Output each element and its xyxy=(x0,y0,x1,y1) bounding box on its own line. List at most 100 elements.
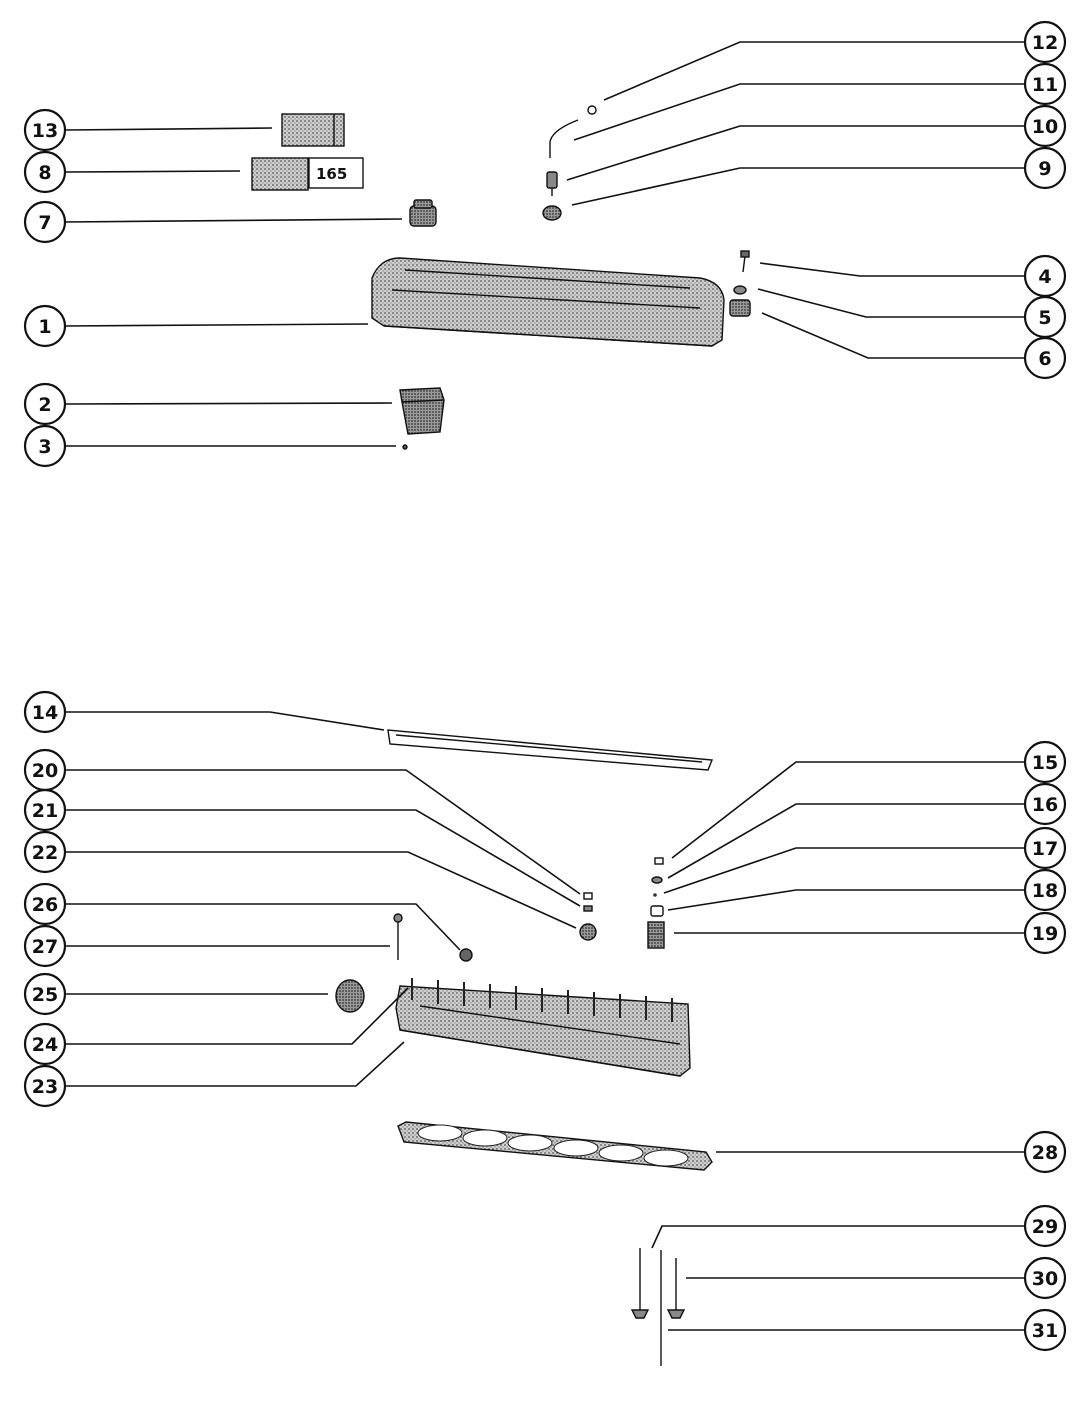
callout-22: 22 xyxy=(23,830,67,874)
callout-circle xyxy=(1023,146,1067,190)
leader-line-15 xyxy=(671,761,1025,859)
callout-number: 30 xyxy=(1032,1268,1058,1290)
callout-circle xyxy=(1023,911,1067,955)
part-expansion-plug xyxy=(335,979,365,1013)
callout-10: 10 xyxy=(1023,104,1067,148)
callout-number: 4 xyxy=(1038,266,1051,288)
callout-24: 24 xyxy=(23,1022,67,1066)
callout-number: 2 xyxy=(38,394,51,416)
part-valve-cover xyxy=(371,257,725,347)
leader-line-14 xyxy=(65,711,385,731)
leader-line-2 xyxy=(64,402,393,405)
callout-28: 28 xyxy=(1023,1130,1067,1174)
callout-circle xyxy=(1023,782,1067,826)
part-rocker-studs xyxy=(411,978,673,1022)
callout-number: 24 xyxy=(32,1034,58,1056)
callout-number: 14 xyxy=(32,702,58,724)
leader-line-4 xyxy=(759,262,1025,277)
callout-circle xyxy=(1023,336,1067,380)
part-retainer-16 xyxy=(651,876,663,884)
leader-line-10 xyxy=(566,125,1025,181)
leader-line-13 xyxy=(64,127,273,131)
leader-line-17 xyxy=(663,847,1025,894)
decal-badge-text: 165 xyxy=(316,165,347,183)
callout-number: 15 xyxy=(1032,752,1058,774)
leader-line-18 xyxy=(667,889,1025,911)
part-decal-165: 165 xyxy=(251,157,364,191)
callout-4: 4 xyxy=(1023,254,1067,298)
callout-21: 21 xyxy=(23,788,67,832)
callout-number: 26 xyxy=(32,894,58,916)
part-intake-valve xyxy=(666,1258,686,1319)
leader-line-29 xyxy=(651,1225,1025,1249)
callout-16: 16 xyxy=(1023,782,1067,826)
callout-number: 28 xyxy=(1032,1142,1058,1164)
callout-number: 1 xyxy=(38,316,51,338)
leader-line-20 xyxy=(65,769,581,895)
callout-18: 18 xyxy=(1023,868,1067,912)
callout-number: 5 xyxy=(1038,307,1051,329)
callout-circle xyxy=(1023,104,1067,148)
callout-20: 20 xyxy=(23,748,67,792)
callout-3: 3 xyxy=(23,424,67,468)
callout-2: 2 xyxy=(23,382,67,426)
callout-8: 8 xyxy=(23,150,67,194)
callout-30: 30 xyxy=(1023,1256,1067,1300)
callout-26: 26 xyxy=(23,882,67,926)
leader-line-16 xyxy=(667,803,1025,879)
leader-line-5 xyxy=(757,288,1025,318)
callout-circle xyxy=(23,150,67,194)
part-decal-13 xyxy=(281,113,345,147)
callout-circle xyxy=(23,788,67,832)
part-clamp-12 xyxy=(587,105,597,115)
leader-line-8 xyxy=(64,170,241,173)
leader-line-11 xyxy=(573,83,1025,141)
callout-circle xyxy=(1023,868,1067,912)
part-valve-10 xyxy=(546,171,558,196)
callout-number: 25 xyxy=(32,984,58,1006)
callout-number: 3 xyxy=(38,436,51,458)
part-shield-18 xyxy=(650,905,664,917)
callout-number: 12 xyxy=(1032,32,1058,54)
part-head-gasket xyxy=(397,1121,713,1171)
part-filler-cap xyxy=(409,199,437,227)
part-nut-26 xyxy=(459,948,473,962)
callout-circle xyxy=(23,200,67,244)
leader-lines xyxy=(64,41,1025,1331)
callout-17: 17 xyxy=(1023,826,1067,870)
callout-number: 11 xyxy=(1032,74,1058,96)
callout-27: 27 xyxy=(23,924,67,968)
leader-line-24 xyxy=(65,987,409,1045)
callout-13: 13 xyxy=(23,108,67,152)
callout-circle xyxy=(23,924,67,968)
part-cover-gasket xyxy=(387,729,713,771)
callout-number: 17 xyxy=(1032,838,1058,860)
leader-line-26 xyxy=(65,903,461,951)
callout-6: 6 xyxy=(1023,336,1067,380)
part-cylinder-head xyxy=(395,985,691,1077)
part-seal-20 xyxy=(583,892,593,900)
callout-number: 9 xyxy=(1038,158,1051,180)
callout-circle xyxy=(1023,1130,1067,1174)
leader-line-6 xyxy=(761,312,1025,359)
callout-number: 23 xyxy=(32,1076,58,1098)
part-bracket xyxy=(399,387,445,435)
callout-circle xyxy=(1023,740,1067,784)
callout-number: 22 xyxy=(32,842,58,864)
callout-number: 31 xyxy=(1032,1320,1058,1342)
callout-number: 20 xyxy=(32,760,58,782)
callout-circle xyxy=(1023,20,1067,64)
callout-number: 21 xyxy=(32,800,58,822)
part-rocker-22 xyxy=(579,923,597,941)
callout-circle xyxy=(23,1022,67,1066)
callout-circle xyxy=(23,882,67,926)
callout-circle xyxy=(23,830,67,874)
part-washer-5 xyxy=(733,285,747,295)
callout-number: 10 xyxy=(1032,116,1058,138)
leader-line-21 xyxy=(65,809,581,907)
callout-31: 31 xyxy=(1023,1308,1067,1352)
part-retainer-21 xyxy=(583,905,593,912)
callout-circle xyxy=(23,972,67,1016)
callout-number: 7 xyxy=(38,212,51,234)
callout-23: 23 xyxy=(23,1064,67,1108)
